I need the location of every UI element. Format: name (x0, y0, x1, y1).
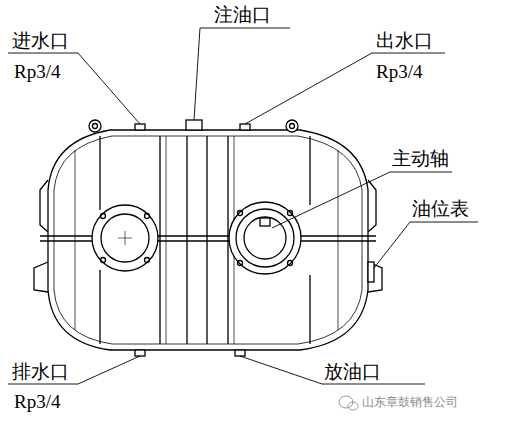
thread-size: Rp3/4 (376, 62, 422, 83)
thread-size: Rp3/4 (14, 62, 60, 83)
part-label: 主动轴 (392, 148, 449, 169)
thread-size: Rp3/4 (14, 392, 60, 413)
leader-lines (8, 28, 478, 384)
wechat-icon (339, 396, 358, 410)
port-label: 进水口 (12, 30, 69, 51)
port-label: 排水口 (12, 361, 69, 382)
gearbox-housing (34, 120, 382, 356)
port-label: 出水口 (376, 30, 433, 51)
port-label: 注油口 (214, 4, 271, 25)
part-label: 油位表 (412, 198, 469, 219)
watermark: 山东章鼓销售公司 (362, 396, 458, 409)
port-label: 放油口 (324, 361, 381, 382)
